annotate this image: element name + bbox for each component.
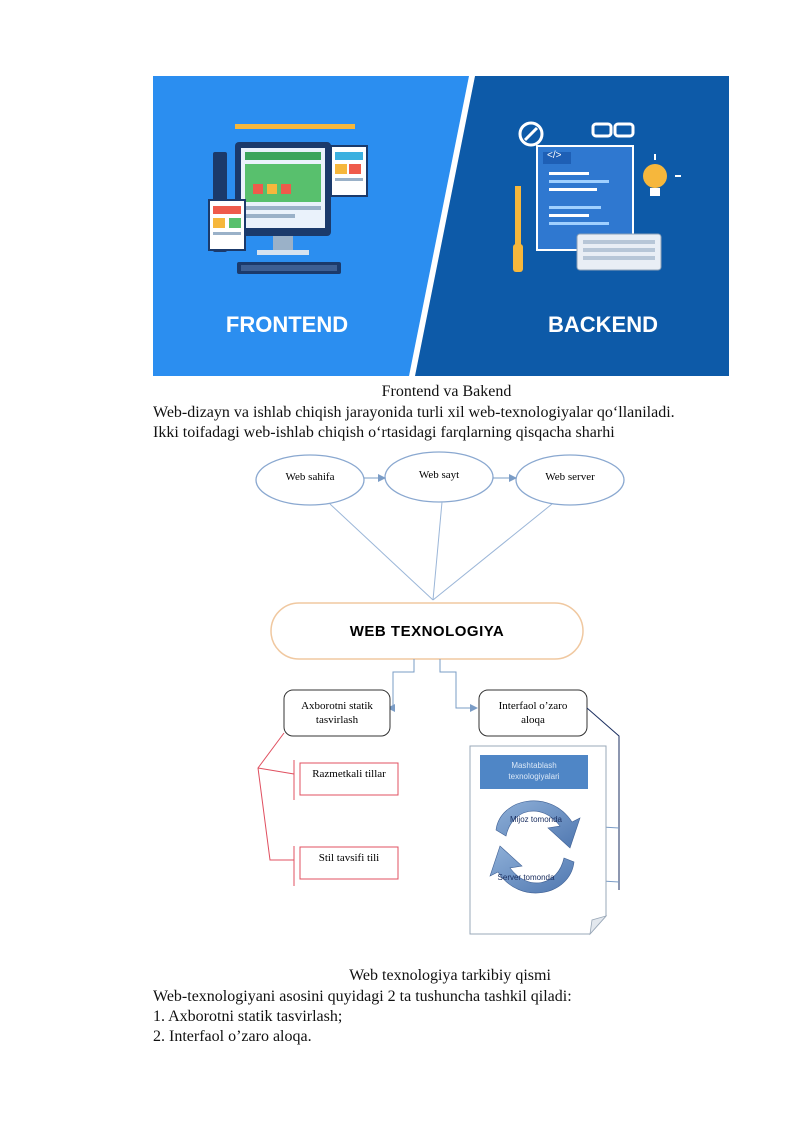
list-item-1: 1. Axborotni statik tasvirlash;	[153, 1008, 343, 1025]
cycle-arrow-bottom	[489, 845, 575, 894]
card-curl	[589, 915, 608, 936]
node-label-web-server: Web server	[545, 471, 595, 483]
connector-sayt	[432, 501, 443, 601]
figure-caption-1: Frontend va Bakend	[381, 383, 512, 400]
backend-illustration	[513, 121, 681, 272]
card-header	[480, 755, 588, 789]
paragraph-line-1: Web-dizayn va ishlab chiqish jarayonida …	[153, 404, 675, 421]
list-item-2: 2. Interfaol o’zaro aloqa.	[153, 1028, 312, 1045]
box-static-line2: tasvirlash	[316, 714, 359, 726]
box-static	[283, 689, 391, 737]
connector-sahifa	[329, 503, 434, 601]
cycle-arrow-top	[495, 800, 581, 849]
bracket-right	[586, 707, 620, 890]
connector-left-box	[387, 659, 415, 712]
node-label-web-sayt: Web sayt	[419, 469, 459, 481]
box-interactive	[478, 689, 588, 737]
card-header-line1: Mashtablash	[511, 761, 556, 770]
center-label: WEB TEXNOLOGIYA	[350, 623, 504, 640]
center-node	[270, 602, 584, 660]
backend-label: BACKEND	[548, 312, 658, 337]
box-interactive-line2: aloqa	[521, 714, 545, 726]
frontend-backend-banner: FRONTEND </> BACKEND	[153, 76, 729, 376]
frontend-illustration	[208, 124, 368, 274]
node-web-sahifa	[255, 454, 365, 506]
server-side-label: Server tomonda	[498, 873, 555, 882]
connector-right-box	[439, 659, 478, 712]
panel-divider	[409, 76, 475, 376]
bracket-left-branch	[257, 767, 295, 775]
box-interactive-line1: Interfaol o’zaro	[499, 700, 568, 712]
item-style-label: Stil tavsifi tili	[319, 852, 380, 864]
web-technology-diagram: Web sahifa Web sayt Web server WEB TEXNO…	[255, 451, 625, 936]
item-markup-languages	[299, 762, 399, 796]
item-style-language	[299, 846, 399, 880]
connector-server	[432, 503, 553, 601]
box-static-line1: Axborotni statik	[301, 700, 373, 712]
bracket-left	[257, 732, 294, 861]
paragraph-line-2: Ikki toifadagi web-ishlab chiqish o‘rtas…	[153, 424, 615, 441]
figure-caption-2: Web texnologiya tarkibiy qismi	[349, 967, 551, 984]
code-tag-icon: </>	[547, 150, 562, 161]
client-side-label: Mijoz tomonda	[510, 815, 563, 824]
node-label-web-sahifa: Web sahifa	[286, 471, 335, 483]
frontend-label: FRONTEND	[226, 312, 348, 337]
card-header-line2: texnologiyalari	[508, 772, 559, 781]
paragraph-intro: Web-texnologiyani asosini quyidagi 2 ta …	[153, 988, 572, 1005]
item-markup-label: Razmetkali tillar	[312, 768, 386, 780]
